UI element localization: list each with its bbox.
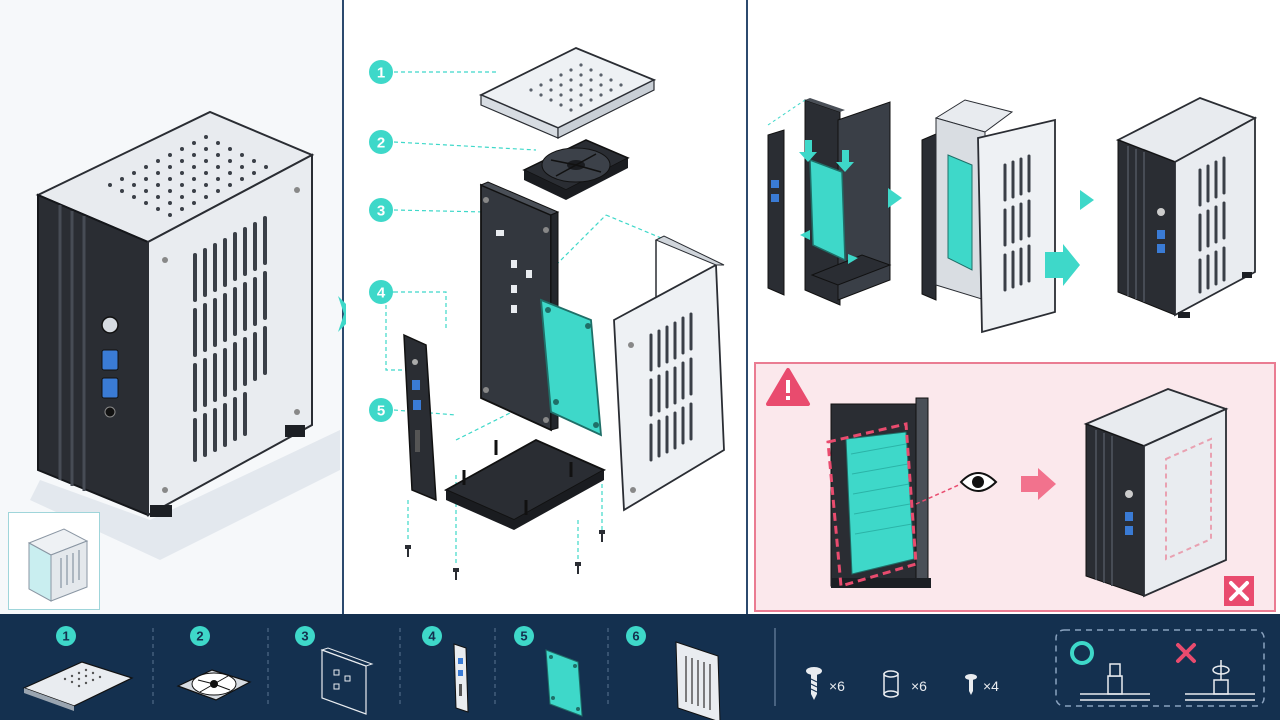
part-4-front-io-icon bbox=[453, 643, 469, 713]
step-attach-panel bbox=[921, 99, 1080, 334]
part-badge-2-label: 2 bbox=[196, 629, 203, 644]
parts-list-bar: 1 2 3 4 5 6 bbox=[0, 614, 1280, 720]
callout-badge-4: 4 bbox=[369, 280, 393, 304]
step-closed-case bbox=[1115, 97, 1258, 318]
thumbnail-preview bbox=[8, 512, 100, 610]
callout-badge-4-label: 4 bbox=[377, 284, 386, 301]
part-badge-3: 3 bbox=[295, 626, 315, 646]
callout-badge-1-label: 1 bbox=[377, 64, 385, 81]
part-6-side-panel-icon bbox=[675, 641, 721, 720]
part-badge-2: 2 bbox=[190, 626, 210, 646]
warning-arrow-icon bbox=[1021, 468, 1056, 500]
part-2-fan-icon bbox=[176, 669, 252, 701]
hero-panel bbox=[0, 0, 344, 614]
exploded-view-panel: 1 2 3 4 5 bbox=[346, 0, 748, 614]
part-badge-5: 5 bbox=[514, 626, 534, 646]
callout-badge-2-label: 2 bbox=[377, 134, 385, 151]
part-badge-4: 4 bbox=[422, 626, 442, 646]
step-arrow-icon bbox=[1080, 190, 1094, 210]
screw-quantity: ×6 bbox=[829, 678, 845, 694]
callout-badge-3-label: 3 bbox=[377, 202, 385, 219]
screw-icon bbox=[405, 545, 411, 557]
callout-badge-2: 2 bbox=[369, 130, 393, 154]
step-arrow-icon bbox=[888, 188, 902, 208]
hero-case-illustration bbox=[30, 110, 340, 560]
part-badge-4-label: 4 bbox=[428, 629, 436, 644]
wrong-x-icon bbox=[1176, 643, 1196, 663]
assembly-steps-illustration bbox=[767, 97, 1258, 334]
exploded-tray bbox=[479, 181, 560, 432]
screw-icon bbox=[599, 530, 605, 542]
callout-badge-5: 5 bbox=[369, 398, 393, 422]
warning-frame bbox=[826, 397, 962, 588]
screw-icon bbox=[453, 568, 459, 580]
part-badge-1-label: 1 bbox=[62, 629, 69, 644]
exploded-fan bbox=[522, 139, 630, 200]
assembly-steps-panel bbox=[750, 0, 1280, 358]
exploded-side-panel bbox=[613, 235, 725, 512]
install-guide-box bbox=[1055, 629, 1265, 707]
part-1-top-panel-icon bbox=[22, 661, 134, 711]
exploded-front-io bbox=[403, 333, 437, 502]
standoff-icon bbox=[883, 670, 899, 698]
warning-illustration bbox=[766, 368, 1254, 606]
standoff-quantity: ×6 bbox=[911, 678, 927, 694]
eye-icon bbox=[959, 472, 998, 492]
small-screw-icon bbox=[965, 674, 977, 695]
small-screw-quantity: ×4 bbox=[983, 678, 999, 694]
wrong-mount-icon bbox=[1185, 660, 1255, 701]
part-3-tray-icon bbox=[320, 647, 374, 715]
exploded-base bbox=[443, 438, 607, 530]
callout-badge-5-label: 5 bbox=[377, 402, 385, 419]
exploded-top-panel bbox=[478, 47, 657, 139]
part-badge-1: 1 bbox=[56, 626, 76, 646]
correct-circle-icon bbox=[1070, 641, 1094, 665]
part-5-ssd-icon bbox=[545, 649, 583, 717]
part-badge-3-label: 3 bbox=[301, 629, 308, 644]
part-badge-5-label: 5 bbox=[520, 629, 527, 644]
correct-mount-icon bbox=[1080, 663, 1150, 701]
screw-icon bbox=[575, 562, 581, 574]
part-badge-6: 6 bbox=[626, 626, 646, 646]
warning-panel bbox=[754, 362, 1276, 612]
warning-triangle-icon bbox=[766, 368, 810, 406]
parts-list-illustration: 1 2 3 4 5 6 bbox=[22, 626, 1265, 720]
step-open-frame bbox=[767, 98, 892, 306]
callout-badge-3: 3 bbox=[369, 198, 393, 222]
part-badge-6-label: 6 bbox=[632, 629, 639, 644]
warning-result-case bbox=[1083, 388, 1229, 598]
exploded-view-illustration: 1 2 3 4 5 bbox=[369, 47, 725, 580]
exploded-ssd bbox=[539, 298, 603, 437]
callout-badge-1: 1 bbox=[369, 60, 393, 84]
screw-icon bbox=[806, 667, 822, 700]
close-x-icon bbox=[1224, 576, 1254, 606]
